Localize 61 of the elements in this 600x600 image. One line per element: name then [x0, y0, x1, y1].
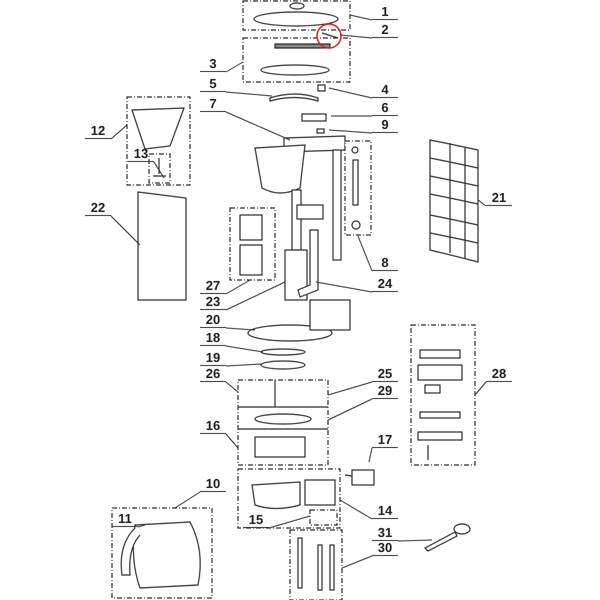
callout-number: 19 [200, 350, 226, 366]
leader-line [268, 516, 310, 528]
callout-number: 2 [372, 22, 398, 38]
callout-number: 22 [85, 200, 111, 216]
leader-line [110, 216, 140, 246]
leader-line [328, 382, 372, 396]
callout-number: 9 [372, 117, 398, 133]
leader-line [226, 434, 238, 448]
callout-number: 13 [128, 146, 154, 162]
callout-number: 10 [200, 476, 226, 492]
leader-line [398, 540, 432, 542]
leader-line [226, 382, 238, 392]
callout-number: 23 [200, 294, 226, 310]
leader-line [226, 92, 272, 96]
leader-line [478, 200, 486, 206]
leader-line [226, 328, 256, 330]
callout-number: 11 [112, 511, 138, 527]
callout-number: 5 [200, 76, 226, 92]
callout-number: 29 [372, 383, 398, 399]
callout-number: 24 [372, 276, 398, 292]
leader-line [368, 448, 372, 462]
leader-line [328, 130, 372, 134]
callout-number: 4 [372, 82, 398, 98]
leader-line [350, 14, 372, 20]
callout-number: 12 [85, 123, 111, 139]
leader-line [316, 282, 372, 292]
callout-number: 7 [200, 96, 226, 112]
leader-line [226, 62, 244, 72]
leader-line [340, 500, 372, 520]
callout-number: 27 [200, 278, 226, 294]
callout-number: 8 [372, 255, 398, 271]
leader-line [328, 88, 372, 98]
callout-number: 18 [200, 330, 226, 346]
callout-number: 17 [372, 432, 398, 448]
leader-line [154, 162, 164, 178]
leader-line [226, 280, 250, 294]
leader-line [358, 236, 372, 272]
callout-number: 16 [200, 418, 226, 434]
callout-number: 31 [372, 525, 398, 541]
leader-line [226, 112, 290, 140]
callout-number: 6 [372, 100, 398, 116]
callout-number: 14 [372, 503, 398, 519]
leader-line [328, 398, 372, 420]
callout-number: 25 [372, 366, 398, 382]
leader-line [226, 364, 262, 366]
leader-line [174, 492, 200, 508]
callout-number: 28 [486, 366, 512, 382]
callout-number: 1 [372, 4, 398, 20]
leader-line [340, 34, 372, 38]
leader-line [342, 556, 372, 568]
leader-line [226, 346, 264, 352]
callout-number: 21 [486, 190, 512, 206]
callout-number: 26 [200, 366, 226, 382]
leader-line [138, 524, 146, 528]
callout-number: 3 [200, 56, 226, 72]
callout-number: 15 [243, 512, 269, 528]
leader-line [226, 282, 286, 310]
callout-number: 30 [372, 540, 398, 556]
leader-line [474, 382, 486, 396]
callout-number: 20 [200, 312, 226, 328]
leader-line [110, 124, 128, 140]
